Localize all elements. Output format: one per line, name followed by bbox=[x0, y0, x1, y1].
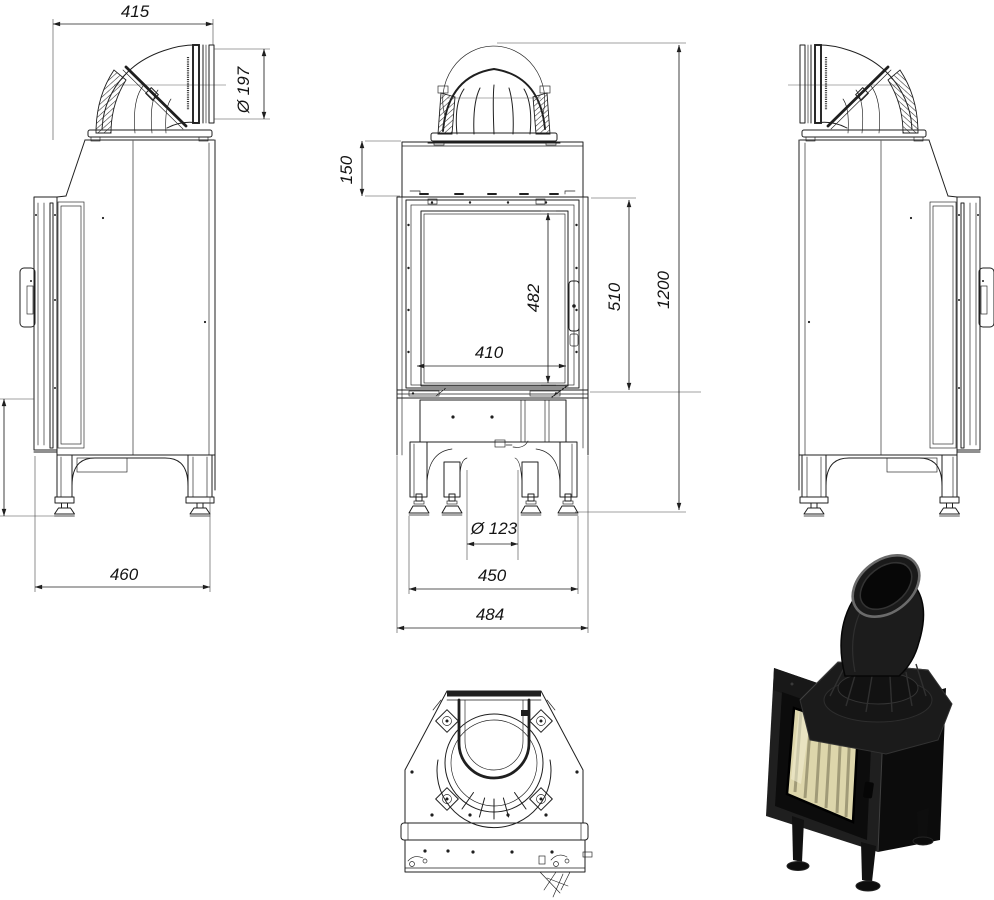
dim-label-1200: 1200 bbox=[654, 271, 673, 309]
sill bbox=[396, 385, 589, 399]
bolt-pad bbox=[435, 787, 459, 811]
bolt-pad bbox=[529, 709, 553, 733]
dim-firebox-height: 510 bbox=[590, 197, 701, 393]
dim-flue-diameter: Ø 197 bbox=[214, 48, 270, 120]
photo-collar-ribs bbox=[829, 663, 927, 713]
dim-outlet-diameter: Ø 123 bbox=[466, 519, 519, 547]
left-side-view: 415 Ø 197 460 bbox=[0, 2, 270, 592]
frame-bolts bbox=[407, 201, 578, 354]
photo-pipe-opening bbox=[851, 554, 921, 618]
flue-elbow-pipe bbox=[84, 44, 226, 142]
door-handle-front bbox=[568, 280, 580, 347]
dim-label-123: Ø 123 bbox=[470, 519, 518, 538]
radial-ribs bbox=[461, 792, 527, 820]
front-view: 150 482 410 510 1200 Ø 123 bbox=[337, 42, 701, 633]
adjustable-foot bbox=[408, 493, 430, 516]
dim-label-484: 484 bbox=[476, 605, 504, 624]
dim-side-depth: 460 bbox=[34, 456, 211, 592]
dim-label-450: 450 bbox=[478, 566, 507, 585]
door-handle-recess bbox=[19, 267, 36, 328]
center-latch bbox=[494, 439, 529, 448]
plinth-front bbox=[401, 141, 584, 198]
dim-glass-width: 410 bbox=[416, 343, 567, 369]
adjustable-foot bbox=[520, 493, 542, 516]
photo-glass-reflection bbox=[791, 710, 811, 784]
dim-overall-width: 484 bbox=[396, 456, 589, 633]
dim-glass-height: 482 bbox=[524, 210, 556, 386]
bolt-pad bbox=[529, 787, 553, 811]
dim-cutoff-left bbox=[0, 398, 74, 517]
legs-side bbox=[54, 454, 215, 517]
dim-feet-span: 450 bbox=[408, 516, 579, 594]
back-edge-bar bbox=[447, 691, 541, 697]
adjustable-foot bbox=[189, 502, 211, 517]
bolt-pad bbox=[435, 709, 459, 733]
dim-label-150: 150 bbox=[337, 155, 356, 184]
dim-label-510: 510 bbox=[605, 282, 624, 311]
latch-detail bbox=[407, 854, 570, 867]
firebox-front bbox=[396, 196, 589, 456]
side-view-body bbox=[19, 44, 226, 517]
right-side-view bbox=[786, 43, 994, 518]
flue-collar-plan bbox=[436, 698, 552, 829]
revision-scribble bbox=[539, 871, 571, 898]
adjustable-foot bbox=[441, 493, 463, 516]
door-frame-side bbox=[33, 196, 85, 453]
product-photo bbox=[766, 554, 953, 892]
dim-label-410: 410 bbox=[475, 343, 504, 362]
plan-bolts bbox=[410, 770, 579, 854]
dim-label-197: Ø 197 bbox=[234, 66, 253, 114]
dim-plinth-height: 150 bbox=[337, 140, 401, 197]
door-glass bbox=[420, 210, 569, 387]
dim-total-height: 1200 bbox=[497, 42, 686, 513]
adjustable-foot bbox=[54, 502, 75, 517]
top-plan-view bbox=[400, 690, 593, 898]
adjustable-foot bbox=[557, 493, 579, 516]
flue-adapter-front bbox=[427, 45, 561, 146]
front-frame-plan bbox=[400, 822, 593, 873]
photo-door-handle bbox=[863, 781, 874, 799]
dim-label-415: 415 bbox=[121, 2, 150, 21]
dim-label-482: 482 bbox=[524, 283, 543, 312]
photo-legs bbox=[786, 808, 934, 892]
base-front bbox=[408, 399, 579, 560]
dim-label-460: 460 bbox=[110, 565, 139, 584]
dim-side-top-width: 415 bbox=[52, 2, 214, 140]
